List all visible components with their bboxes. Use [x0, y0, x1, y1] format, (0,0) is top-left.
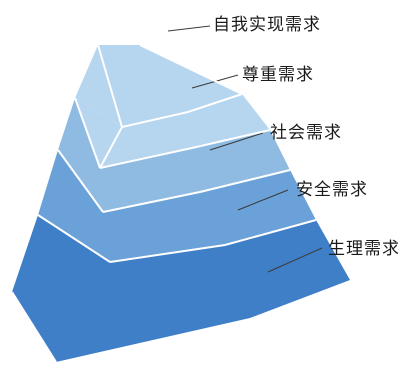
level-band: [12, 215, 350, 362]
pyramid-level-physiological: 生理需求: [12, 215, 400, 362]
pyramid-level-esteem: 尊重需求: [75, 45, 314, 168]
level-label: 生理需求: [328, 239, 400, 259]
pyramid-level-safety: 安全需求: [38, 150, 368, 262]
level-front-face: [98, 45, 242, 127]
pyramid-edges: [11, 44, 317, 363]
level-label: 社会需求: [270, 123, 342, 143]
leader-line: [237, 189, 289, 211]
leader-line: [267, 247, 323, 273]
level-label: 自我实现需求: [213, 15, 321, 35]
level-label: 尊重需求: [242, 65, 314, 85]
level-band: [75, 94, 270, 168]
leader-line: [167, 25, 211, 32]
level-label: 安全需求: [296, 180, 368, 200]
leader-line: [209, 132, 264, 151]
level-band: [38, 150, 316, 262]
level-front-face-lower: [75, 45, 122, 127]
